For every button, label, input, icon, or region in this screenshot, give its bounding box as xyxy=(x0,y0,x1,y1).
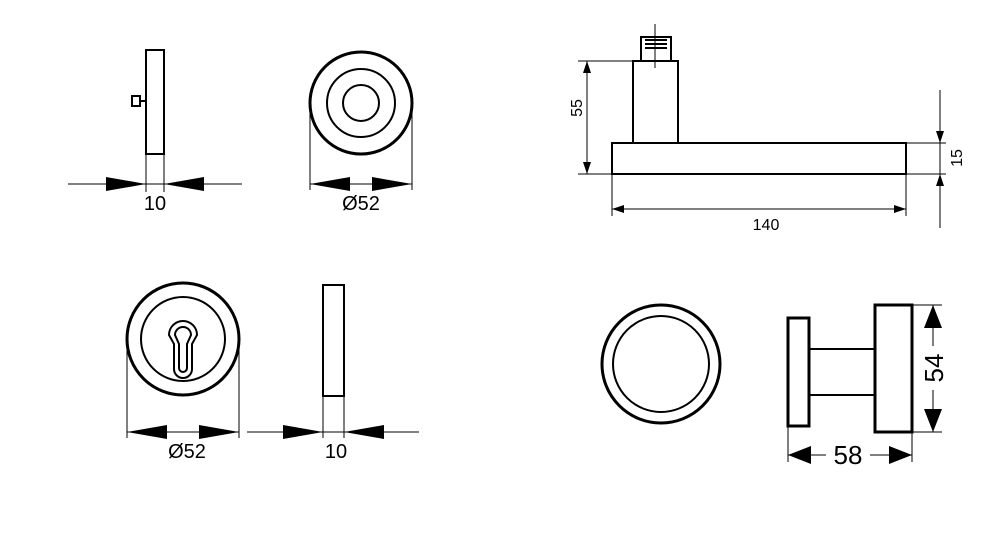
arrow-head xyxy=(936,174,944,186)
label-mask xyxy=(826,442,870,468)
grip-thickness-label: 15 xyxy=(949,149,966,167)
arrow-head xyxy=(372,177,412,191)
arrow-head xyxy=(936,131,944,143)
knob-head-side xyxy=(873,303,914,434)
knob-outer-circle xyxy=(600,303,722,425)
lever-side-view: 55 140 15 xyxy=(569,24,966,234)
lever-length-label: 140 xyxy=(753,217,780,234)
keyhole-profile xyxy=(167,320,199,379)
arrow-head xyxy=(583,162,591,174)
rose-front-view: Ø52 xyxy=(308,50,414,215)
keyhole-inner xyxy=(173,326,193,373)
rose-outer-circle xyxy=(308,50,414,156)
label-mask xyxy=(921,346,947,390)
knob-inner-circle xyxy=(612,315,710,413)
arrow-head xyxy=(106,177,146,191)
escutcheon-plate-side xyxy=(322,284,345,397)
arrow-head xyxy=(310,177,350,191)
arrow-head xyxy=(199,425,239,439)
lever-grip xyxy=(611,142,907,175)
arrow-head xyxy=(924,305,942,328)
rose-thickness-label: 10 xyxy=(144,193,166,215)
arrow-head xyxy=(164,177,204,191)
lever-neck xyxy=(632,60,679,144)
escutcheon-diameter-label: Ø52 xyxy=(168,441,206,463)
arrow-head xyxy=(344,425,384,439)
arrow-head xyxy=(612,205,624,213)
rose-inner-circle xyxy=(342,84,380,122)
lever-height-label: 55 xyxy=(569,99,586,117)
arrow-head xyxy=(788,446,811,464)
knob-stem xyxy=(808,348,876,396)
rose-plate-side xyxy=(145,49,165,155)
rose-tab xyxy=(131,95,141,107)
arrow-head xyxy=(924,409,942,432)
arrow-head xyxy=(894,205,906,213)
rose-side-view: 10 xyxy=(68,49,242,215)
rose-diameter-label: Ø52 xyxy=(342,193,380,215)
knob-depth-label: 58 xyxy=(834,440,863,470)
arrow-head xyxy=(889,446,912,464)
knob-side-view: 54 58 xyxy=(786,303,949,470)
escutcheon-front-view: Ø52 xyxy=(125,281,241,463)
knob-diameter-label: 54 xyxy=(919,354,949,383)
escutcheon-inner-circle xyxy=(140,296,226,382)
arrow-head xyxy=(583,61,591,73)
rose-middle-circle xyxy=(326,68,396,138)
arrow-head xyxy=(127,425,167,439)
arrow-head xyxy=(283,425,323,439)
escutcheon-thickness-label: 10 xyxy=(325,441,347,463)
knob-rose-side xyxy=(786,316,811,428)
knob-front-view xyxy=(600,303,722,425)
escutcheon-side-view: 10 xyxy=(247,284,419,463)
